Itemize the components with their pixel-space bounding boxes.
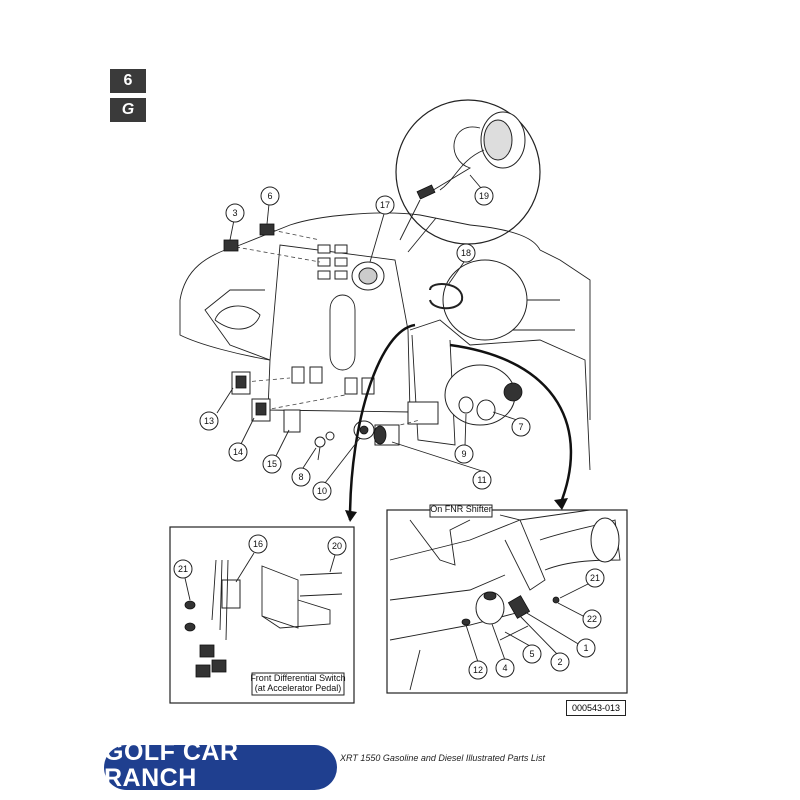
callout-20: 20 <box>327 536 347 556</box>
left-inset-caption-line2: (at Accelerator Pedal) <box>255 683 342 693</box>
svg-text:10: 10 <box>317 486 327 496</box>
assembly-line-3 <box>235 246 321 263</box>
part-11-keyswitch <box>373 424 400 446</box>
svg-text:2: 2 <box>557 657 562 667</box>
callout-3: 3 <box>225 203 245 223</box>
part-15-blank <box>283 409 301 433</box>
svg-text:13: 13 <box>204 416 214 426</box>
part-3-switch <box>223 239 239 252</box>
arrow-to-left-inset <box>348 323 416 521</box>
callout-15: 15 <box>262 454 282 474</box>
callout-4: 4 <box>495 658 515 678</box>
svg-text:5: 5 <box>529 649 534 659</box>
svg-text:15: 15 <box>267 459 277 469</box>
leader-lines <box>216 174 518 484</box>
svg-text:14: 14 <box>233 447 243 457</box>
section-tab-number: 6 <box>110 69 146 93</box>
svg-text:21: 21 <box>590 573 600 583</box>
part-13-rocker <box>231 371 251 395</box>
svg-text:12: 12 <box>473 665 483 675</box>
assembly-line-6 <box>271 229 321 241</box>
svg-text:7: 7 <box>518 422 523 432</box>
svg-text:17: 17 <box>380 200 390 210</box>
svg-text:11: 11 <box>477 475 486 485</box>
leader-magnify <box>399 199 421 241</box>
callout-1: 1 <box>576 638 596 658</box>
inset-front-differential-switch: Front Differential Switch (at Accelerato… <box>169 526 355 704</box>
logo-phone: 903-769-3600 <box>204 790 237 797</box>
callout-21-left: 21 <box>173 559 193 579</box>
callout-11: 11 <box>472 470 492 490</box>
callout-9: 9 <box>454 444 474 464</box>
callout-5: 5 <box>522 644 542 664</box>
svg-text:16: 16 <box>253 539 263 549</box>
document-title: XRT 1550 Gasoline and Diesel Illustrated… <box>340 753 545 763</box>
part-8-key <box>314 431 335 461</box>
svg-text:8: 8 <box>298 472 303 482</box>
magnified-detail-circle <box>395 99 541 245</box>
part-6-switch <box>259 223 275 236</box>
svg-text:22: 22 <box>587 614 597 624</box>
assembly-line-13 <box>244 377 291 383</box>
svg-text:19: 19 <box>479 191 489 201</box>
leader-magnify-2 <box>407 217 437 253</box>
callout-17: 17 <box>375 195 395 215</box>
callout-6: 6 <box>260 186 280 206</box>
svg-text:6: 6 <box>267 191 272 201</box>
callout-19: 19 <box>474 186 494 206</box>
assembly-line-14 <box>264 394 346 411</box>
callout-12: 12 <box>468 660 488 680</box>
arrow-to-right-inset <box>449 343 573 506</box>
right-inset-title: On FNR Shifter <box>430 504 492 514</box>
svg-text:20: 20 <box>332 541 342 551</box>
svg-text:4: 4 <box>502 663 507 673</box>
callout-8: 8 <box>291 467 311 487</box>
part-14-rocker <box>251 398 271 422</box>
part-18-clip <box>429 283 464 310</box>
callout-7: 7 <box>511 417 531 437</box>
callout-18: 18 <box>456 243 476 263</box>
left-inset-caption-line1: Front Differential Switch <box>250 673 345 683</box>
svg-text:1: 1 <box>583 643 588 653</box>
dashboard-outline <box>179 212 591 471</box>
logo-name: GOLF CAR RANCH <box>104 737 239 792</box>
callout-13: 13 <box>199 411 219 431</box>
svg-text:21: 21 <box>178 564 188 574</box>
svg-text:3: 3 <box>232 208 237 218</box>
part-7-knob <box>476 382 523 421</box>
svg-text:9: 9 <box>461 449 466 459</box>
callout-14: 14 <box>228 442 248 462</box>
callout-21-right: 21 <box>585 568 605 588</box>
svg-text:18: 18 <box>461 248 471 258</box>
callout-16: 16 <box>248 534 268 554</box>
callout-22: 22 <box>582 609 602 629</box>
part-9-ring <box>458 396 474 414</box>
golf-car-ranch-logo: GOLF CAR RANCH 903-769-3600 <box>104 739 337 797</box>
callout-10: 10 <box>312 481 332 501</box>
section-tab-letter: G <box>110 98 146 122</box>
figure-number: 000543-013 <box>566 700 626 716</box>
callout-2: 2 <box>550 652 570 672</box>
